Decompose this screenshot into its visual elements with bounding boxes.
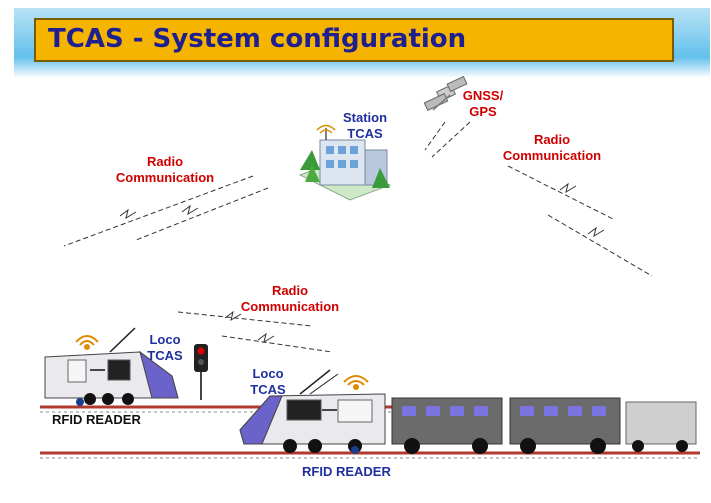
- coach-2: [509, 397, 621, 454]
- title-box: TCAS - System configuration: [34, 18, 674, 62]
- coach-3: [625, 401, 697, 452]
- satellite-icon: [423, 75, 468, 111]
- rfid-label-left: RFID READER: [52, 412, 141, 427]
- station-building-icon: [298, 124, 392, 201]
- radio-zigzags: [119, 182, 605, 344]
- loco-label-right: Loco TCAS: [250, 366, 286, 397]
- radio-label-right: Radio Communication: [502, 132, 602, 163]
- gnss-label: GNSS/ GPS: [462, 88, 504, 119]
- coach-1: [391, 397, 503, 454]
- radio-label-left: Radio Communication: [115, 154, 215, 185]
- wireless-antenna-icon: [75, 335, 99, 350]
- slide-title: TCAS - System configuration: [48, 24, 467, 54]
- wireless-antenna-icon: [343, 375, 369, 390]
- signal-light-icon: [194, 344, 208, 400]
- rfid-label-right: RFID READER: [302, 464, 391, 479]
- radio-label-middle: Radio Communication: [240, 283, 340, 314]
- left-locomotive: [44, 327, 179, 406]
- radio-links: [63, 121, 653, 353]
- loco-label-left: Loco TCAS: [147, 332, 183, 363]
- right-locomotive: [239, 369, 386, 454]
- station-label: Station TCAS: [342, 110, 388, 141]
